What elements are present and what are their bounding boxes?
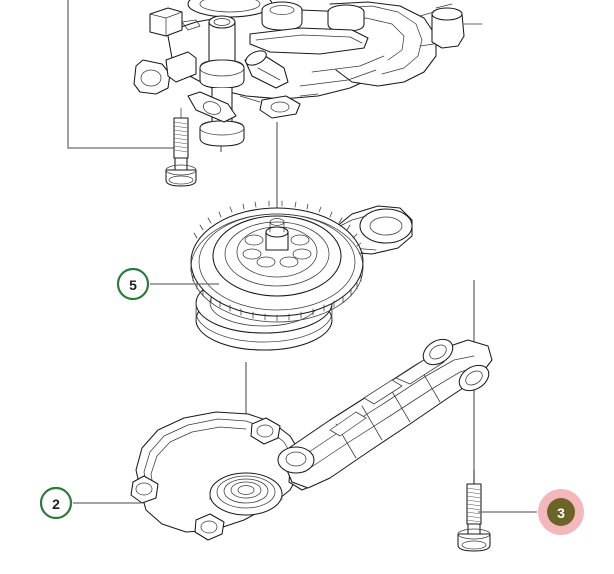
gear-pulley-sides — [195, 302, 333, 321]
callout-5[interactable]: 5 — [116, 267, 219, 301]
cover-ear-bottom-hole — [200, 520, 218, 534]
callout-2[interactable]: 2 — [39, 486, 141, 520]
housing-post-collar-top — [199, 59, 245, 77]
housing-lower-contour — [239, 93, 319, 103]
cover-rail-boss-2 — [458, 364, 490, 392]
cover-boss-ring-2 — [223, 478, 269, 504]
housing-diag-boss-line — [257, 67, 281, 81]
callout-2-circle[interactable] — [39, 486, 73, 520]
housing-center-post-top — [208, 15, 236, 29]
cover-rail-boss-1 — [422, 338, 454, 366]
housing-left-arm — [165, 51, 197, 83]
housing-mid-cyl-bore — [269, 5, 295, 15]
housing-rib-right — [419, 11, 435, 47]
callout-3[interactable]: 3 — [478, 489, 584, 535]
cover-junction-boss — [277, 446, 315, 474]
housing-right-boss-top — [431, 7, 463, 21]
gear-inner-ring-1 — [224, 221, 330, 287]
cover-ear-left — [130, 475, 159, 504]
housing-lower-foot — [187, 91, 237, 123]
cover-boss-ring-1 — [216, 475, 276, 509]
callout-5-label: 5 — [129, 277, 137, 293]
bracket-top-left-leader — [67, 0, 181, 149]
cover-rail-edge-bot — [303, 365, 481, 473]
bolt-r-head-top — [457, 528, 491, 540]
callout-3-label: 3 — [557, 505, 565, 521]
callout-5-circle[interactable] — [116, 267, 150, 301]
bolt-r-head — [457, 533, 491, 552]
callout-2-label: 2 — [52, 496, 60, 512]
gear-center-shaft-sides — [269, 221, 285, 233]
housing-lower-foot2-hole — [270, 101, 290, 113]
cover-ear-upper — [250, 417, 281, 445]
bolt-r-head-ring — [461, 540, 487, 550]
cover-ear-left-hole — [135, 482, 153, 496]
cover-plate — [130, 338, 493, 541]
bolt-r-threads — [466, 483, 482, 525]
bolt-ul-thread-lines — [173, 121, 189, 153]
housing-mid-cyl — [261, 9, 303, 31]
cover-main-body-inner — [143, 418, 293, 493]
gear-inner-face — [212, 215, 342, 297]
cover-boss-side — [209, 493, 283, 501]
bolt-ul-head-ring — [168, 175, 194, 185]
housing-diag-boss-cap — [245, 50, 267, 66]
housing-left-block-edges — [149, 11, 183, 37]
housing-mid-flange — [249, 27, 369, 55]
cover-junction-boss-hole — [285, 451, 307, 467]
cover-rail-boss-2-hole — [465, 370, 483, 386]
housing-left-tab — [181, 19, 201, 31]
gear-tensioner-eye-bore — [369, 216, 403, 236]
callout-3-circle[interactable] — [547, 498, 575, 526]
cover-boss-ring-3 — [230, 481, 262, 499]
bolt-ul-shank — [174, 157, 188, 171]
gear-tensioner-arm-edge2 — [335, 215, 367, 229]
gear-tensioner-eye — [359, 208, 413, 244]
upper-housing — [133, 0, 483, 147]
housing-bowl-inner — [341, 5, 423, 75]
bolt-upper-left — [165, 107, 197, 187]
cover-boss-bore — [237, 485, 255, 495]
housing-mid-cyl2 — [327, 11, 365, 32]
cover-ear-bottom — [194, 513, 225, 541]
housing-left-bracket — [133, 59, 171, 95]
gear-teeth — [190, 200, 364, 323]
cover-rail-boss-1-hole — [429, 344, 447, 360]
balancer-gear — [190, 200, 413, 351]
housing-left-bracket-hole — [140, 69, 162, 87]
housing-right-boss-edge — [435, 3, 453, 9]
housing-lower-foot2 — [259, 95, 301, 119]
cover-ear-upper-hole — [256, 424, 274, 438]
housing-body-line2 — [299, 69, 377, 87]
housing-mid-flange-edge — [255, 34, 363, 44]
housing-top-cap-inner — [199, 0, 261, 13]
gear-center-boss-top — [265, 226, 289, 238]
flange-bolt-right — [457, 469, 491, 552]
housing-body-line1 — [311, 55, 385, 73]
cover-rail-pocket-2 — [363, 379, 403, 405]
bolt-ul-threads — [173, 117, 189, 159]
cover-rail-edge-top — [299, 355, 475, 459]
housing-lower-foot-hole — [202, 101, 222, 115]
housing-center-post-bore — [213, 18, 231, 26]
bolt-r-thread-lines — [466, 487, 482, 523]
cover-main-body-inner2 — [150, 426, 247, 493]
cover-rail-pocket-3 — [329, 411, 367, 437]
bolt-ul-head-top — [165, 164, 197, 176]
housing-post-foot — [199, 120, 245, 147]
